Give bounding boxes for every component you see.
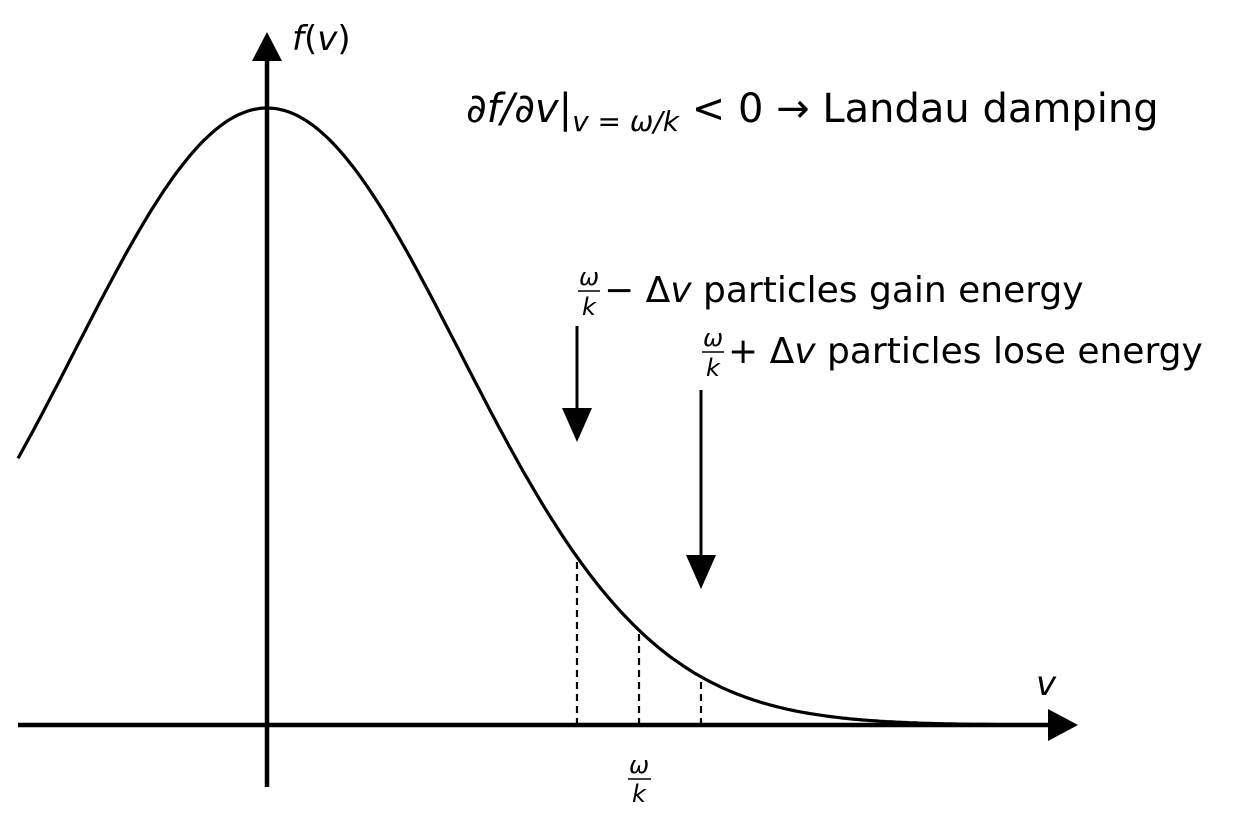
gain-energy-annotation: ω k − Δv particles gain energy: [578, 263, 1084, 321]
gain-arrowhead: [562, 408, 592, 442]
title: ∂f/∂v|v = ω/k < 0 → Landau damping: [466, 86, 1159, 138]
svg-text:− Δv particles gain energy: − Δv particles gain energy: [604, 270, 1084, 311]
distribution-curve: [16, 106, 1013, 727]
svg-text:ω: ω: [579, 263, 599, 291]
y-axis-arrowhead: [252, 32, 282, 61]
svg-text:+ Δv particles lose energy: + Δv particles lose energy: [728, 331, 1203, 372]
svg-text:ω: ω: [629, 751, 649, 779]
svg-text:k: k: [706, 354, 721, 382]
y-axis-label: f(v): [292, 19, 351, 59]
x-axis-arrowhead: [1048, 709, 1078, 741]
x-tick-omega-over-k: ω k: [628, 751, 651, 808]
svg-text:k: k: [632, 780, 647, 808]
lose-arrowhead: [686, 555, 716, 589]
svg-text:k: k: [582, 293, 597, 321]
lose-energy-annotation: ω k + Δv particles lose energy: [702, 324, 1203, 382]
svg-text:ω: ω: [703, 324, 723, 352]
x-axis-label: v: [1036, 664, 1057, 704]
